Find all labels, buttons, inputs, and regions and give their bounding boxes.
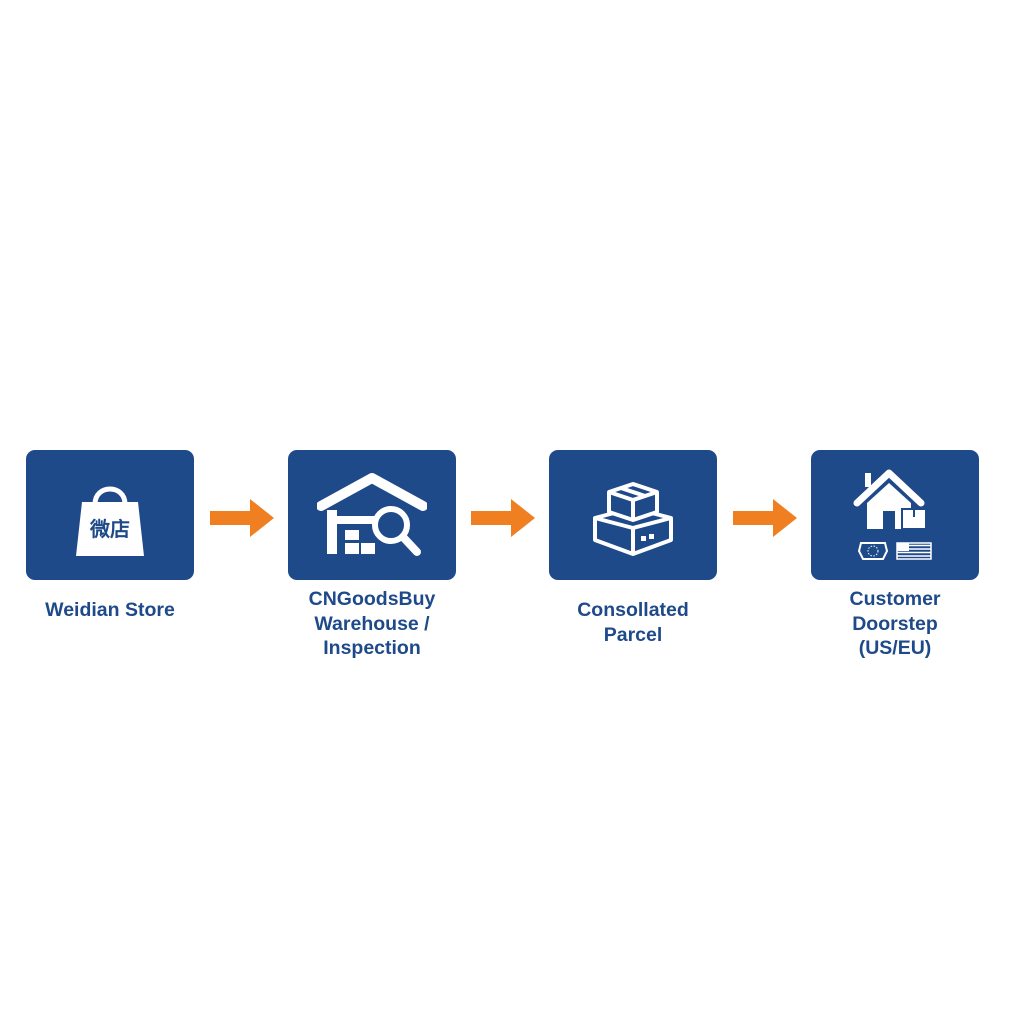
step-tile — [811, 450, 979, 580]
arrow-right-icon — [210, 498, 276, 538]
eu-flag-icon — [857, 542, 889, 560]
arrow-right-icon — [733, 498, 799, 538]
step-label: Consollated Parcel — [577, 599, 689, 646]
step-customer-doorstep: Customer Doorstep (US/EU) — [811, 450, 979, 659]
shopping-bag-icon: 微店 — [76, 486, 144, 556]
step-label: Customer Doorstep (US/EU) — [849, 588, 941, 659]
consolidated-parcel-icon — [593, 482, 673, 556]
bag-text: 微店 — [89, 517, 130, 541]
step-consolidated-parcel: Consollated Parcel — [549, 450, 717, 646]
step-label: CNGoodsBuy Warehouse / Inspection — [308, 588, 436, 659]
home-delivery-icon — [853, 469, 932, 560]
step-tile — [288, 450, 456, 580]
warehouse-inspection-icon — [317, 473, 427, 556]
step-label: Weidian Store — [45, 599, 175, 621]
us-flag-icon — [896, 542, 932, 560]
step-warehouse-inspection: CNGoodsBuy Warehouse / Inspection — [288, 450, 456, 659]
step-tile: 微店 — [26, 450, 194, 580]
step-weidian-store: 微店 Weidian Store — [26, 450, 194, 621]
arrow-right-icon — [471, 498, 537, 538]
step-tile — [549, 450, 717, 580]
